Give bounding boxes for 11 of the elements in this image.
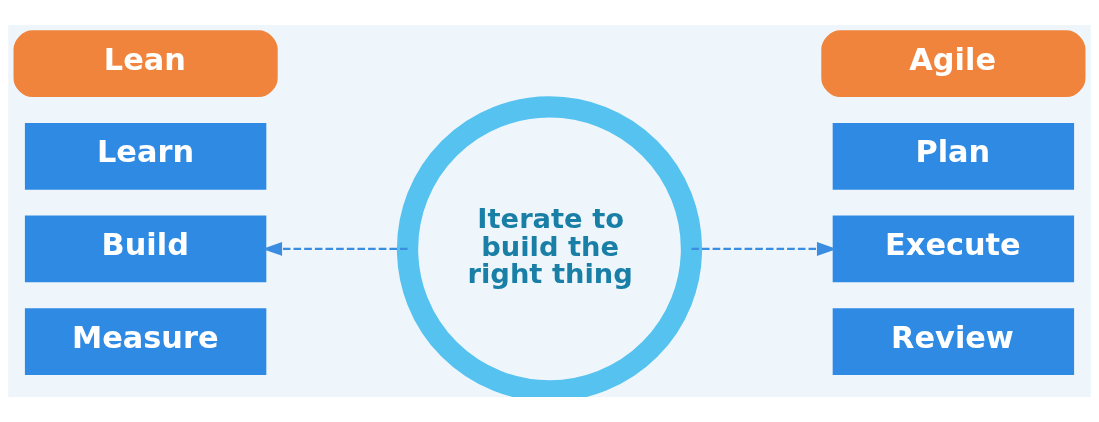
node-box: Learn [24,122,267,190]
node-box: Execute [832,215,1075,283]
arrow [262,242,408,256]
node-circle: Iterate to build the right thing [396,96,703,397]
node-box: Build [24,215,267,283]
node-box: Measure [24,308,267,375]
arrow [691,242,837,256]
node-box: Agile [821,30,1086,98]
node-box: Lean [13,30,278,98]
node-box: Plan [832,122,1075,190]
node-box: Review [832,308,1075,375]
